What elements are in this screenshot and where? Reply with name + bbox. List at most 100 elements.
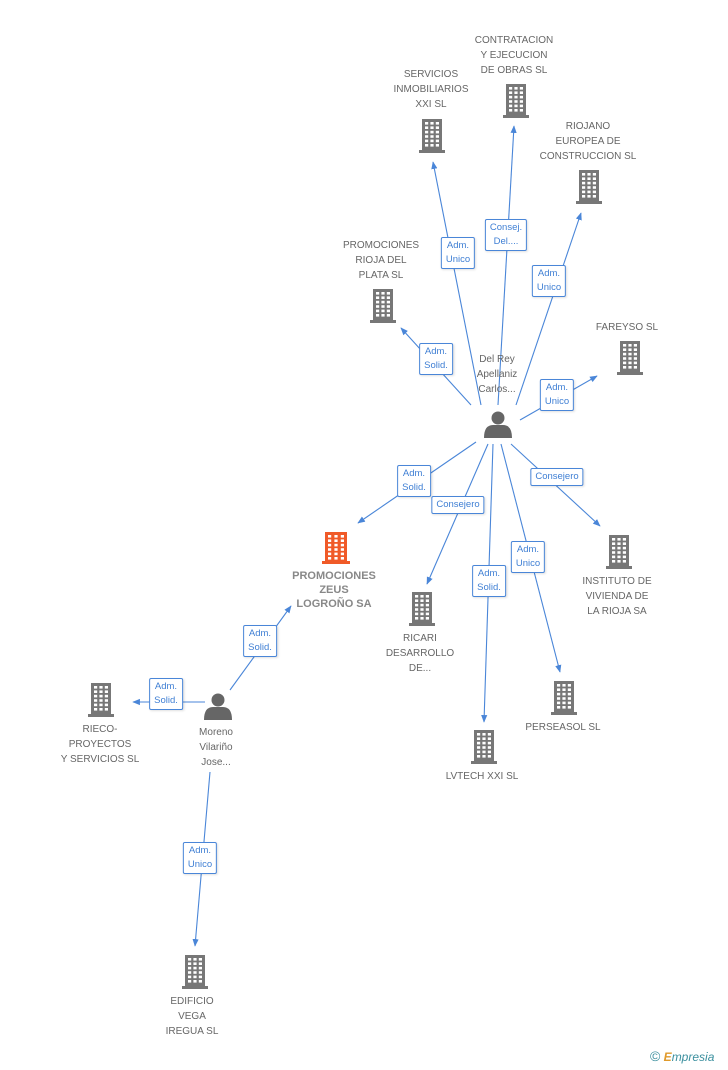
node-label-edificio[interactable]: EDIFICIO VEGA IREGUA SL bbox=[166, 994, 219, 1039]
node-label-line: Carlos... bbox=[478, 384, 516, 395]
edge-label-contratacion[interactable]: Consej. Del.... bbox=[484, 219, 528, 251]
edge-label-line: Consejero bbox=[535, 471, 579, 482]
building-icon-promociones_zeus[interactable] bbox=[322, 532, 350, 564]
icons-layer bbox=[88, 84, 643, 989]
node-label-line: DE OBRAS SL bbox=[480, 65, 548, 76]
building-icon-contratacion[interactable] bbox=[503, 84, 529, 118]
building-icon-edificio[interactable] bbox=[182, 955, 208, 989]
node-label-servicios_inmobiliarios[interactable]: SERVICIOS INMOBILIARIOS XXI SL bbox=[393, 67, 468, 112]
node-label-line: SERVICIOS bbox=[403, 69, 459, 80]
node-label-line: EUROPEA DE bbox=[555, 136, 621, 147]
building-icon-fareyso[interactable] bbox=[617, 341, 643, 375]
node-label-line: FAREYSO SL bbox=[595, 322, 659, 333]
edge-del_rey-to-ricari bbox=[426, 443, 489, 585]
edge-label-line: Adm. bbox=[545, 382, 569, 393]
node-label-line: Del Rey bbox=[479, 354, 515, 365]
node-label-line: Apellaniz bbox=[476, 369, 518, 380]
edge-label-line: Adm. bbox=[248, 628, 272, 639]
node-label-line: VIVIENDA DE bbox=[585, 591, 649, 602]
edge-label-line: Unico bbox=[544, 396, 570, 407]
node-label-line: RIOJANO bbox=[565, 121, 611, 132]
edge-label-line: Unico bbox=[515, 558, 541, 569]
node-label-line: Moreno bbox=[199, 727, 233, 738]
edge-label-line: Unico bbox=[536, 282, 562, 293]
node-label-line: DESARROLLO bbox=[385, 648, 455, 659]
edge-label-lvtech[interactable]: Adm. Solid. bbox=[472, 565, 506, 597]
edge-label-line: Del.... bbox=[493, 236, 519, 247]
node-label-line: ZEUS bbox=[319, 584, 349, 596]
edge-label-line: Adm. bbox=[537, 268, 561, 279]
edge-label-rieco[interactable]: Adm.Solid. bbox=[149, 678, 183, 710]
edge-label-line: Solid. bbox=[402, 482, 426, 493]
building-icon-riojano[interactable] bbox=[576, 170, 602, 204]
node-label-line: VEGA bbox=[178, 1011, 206, 1022]
node-label-line: PROMOCIONES bbox=[292, 570, 376, 582]
building-icon-rieco[interactable] bbox=[88, 683, 114, 717]
edge-label-line: Adm. bbox=[154, 681, 178, 692]
edge-label-ricari[interactable]: Consejero bbox=[431, 496, 485, 514]
edge-label-line: Solid. bbox=[477, 582, 501, 593]
edge-label-line: Consej. bbox=[489, 222, 523, 233]
edge-label-promociones_zeus[interactable]: Adm.Solid. bbox=[243, 625, 277, 657]
node-label-line: Jose... bbox=[201, 757, 231, 768]
node-label-line: CONSTRUCCION SL bbox=[539, 151, 637, 162]
node-label-line: LVTECH XXI SL bbox=[445, 771, 519, 782]
edge-label-edificio[interactable]: Adm.Unico bbox=[182, 842, 218, 874]
node-label-line: RIECO- bbox=[82, 724, 118, 735]
node-label-lvtech[interactable]: LVTECH XXI SL bbox=[446, 769, 519, 784]
node-label-line: LOGROÑO SA bbox=[296, 598, 372, 610]
node-label-line: LA RIOJA SA bbox=[587, 606, 647, 617]
brand-initial: E bbox=[663, 1050, 672, 1064]
node-label-line: PLATA SL bbox=[358, 270, 404, 281]
person-icon-moreno[interactable] bbox=[204, 693, 232, 721]
node-label-line: DE... bbox=[408, 663, 432, 674]
node-label-line: Y EJECUCION bbox=[480, 50, 548, 61]
edge-label-line: Adm. bbox=[477, 568, 501, 579]
edge-label-riojano[interactable]: Adm. Unico bbox=[531, 265, 567, 297]
edge-label-promociones_rioja[interactable]: Adm. Solid. bbox=[419, 343, 453, 375]
node-label-line: PROMOCIONES bbox=[342, 240, 420, 251]
edge-del_rey-to-riojano bbox=[515, 212, 582, 406]
edge-label-line: Adm. bbox=[516, 544, 540, 555]
node-label-line: Vilariño bbox=[199, 742, 233, 753]
node-label-line: PERSEASOL SL bbox=[525, 722, 601, 733]
brand-name: mpresia bbox=[671, 1050, 715, 1064]
node-label-line: Y SERVICIOS SL bbox=[60, 754, 140, 765]
node-label-rieco[interactable]: RIECO- PROYECTOS Y SERVICIOS SL bbox=[61, 722, 140, 767]
edge-label-fareyso[interactable]: Adm. Unico bbox=[539, 379, 575, 411]
node-label-line: EDIFICIO bbox=[170, 996, 214, 1007]
edge-label-instituto[interactable]: Consejero bbox=[530, 468, 584, 486]
edge-label-line: Adm. bbox=[424, 346, 448, 357]
edge-label-line: Adm. bbox=[446, 240, 470, 251]
node-label-fareyso[interactable]: FAREYSO SL bbox=[596, 320, 658, 335]
building-icon-ricari[interactable] bbox=[409, 592, 435, 626]
node-label-line: XXI SL bbox=[415, 99, 447, 110]
edge-label-promociones_zeus[interactable]: Adm. Solid. bbox=[397, 465, 431, 497]
node-label-promociones_zeus[interactable]: PROMOCIONES ZEUS LOGROÑO SA bbox=[292, 569, 376, 611]
building-icon-perseasol[interactable] bbox=[551, 681, 577, 715]
edge-label-line: Adm. bbox=[402, 468, 426, 479]
node-label-line: IREGUA SL bbox=[165, 1026, 219, 1037]
building-icon-lvtech[interactable] bbox=[471, 730, 497, 764]
node-label-ricari[interactable]: RICARI DESARROLLO DE... bbox=[386, 631, 454, 676]
edge-label-perseasol[interactable]: Adm. Unico bbox=[510, 541, 546, 573]
node-label-riojano[interactable]: RIOJANO EUROPEA DE CONSTRUCCION SL bbox=[540, 119, 637, 164]
building-icon-instituto[interactable] bbox=[606, 535, 632, 569]
building-icon-promociones_rioja[interactable] bbox=[370, 289, 396, 323]
building-icon-servicios_inmobiliarios[interactable] bbox=[419, 119, 445, 153]
edge-del_rey-to-contratacion bbox=[497, 125, 517, 406]
empresia-watermark: © Empresia bbox=[650, 1048, 714, 1064]
edge-label-servicios_inmobiliarios[interactable]: Adm.Unico bbox=[440, 237, 476, 269]
node-label-perseasol[interactable]: PERSEASOL SL bbox=[525, 720, 600, 735]
node-label-line: RICARI bbox=[403, 633, 437, 644]
node-label-line: PROYECTOS bbox=[68, 739, 132, 750]
edge-label-line: Consejero bbox=[436, 499, 480, 510]
edge-label-line: Solid. bbox=[424, 360, 448, 371]
node-label-line: INMOBILIARIOS bbox=[393, 84, 469, 95]
person-icon-del_rey[interactable] bbox=[484, 411, 512, 439]
